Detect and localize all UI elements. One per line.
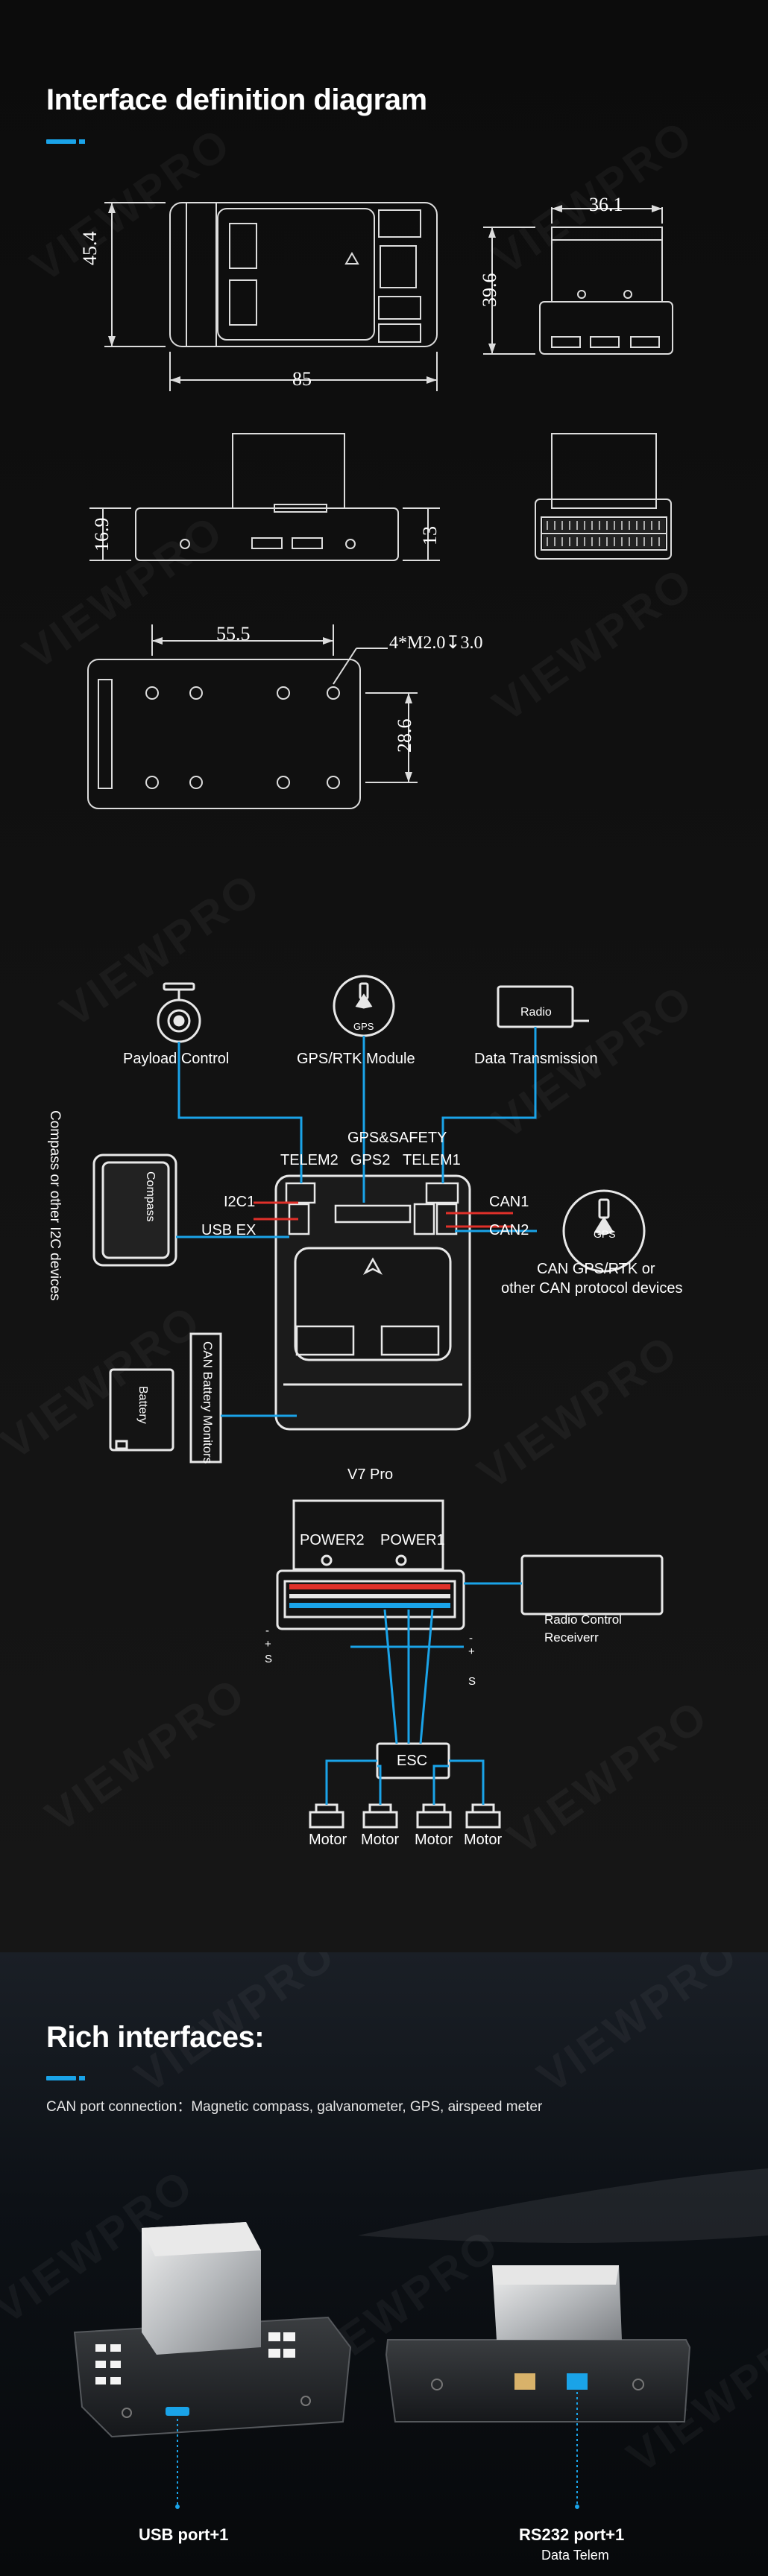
servo-rail-pins: [289, 1584, 450, 1589]
flight-controller-board: [274, 1174, 471, 1431]
label-compass: Compass: [144, 1171, 157, 1222]
label-can1: CAN1: [489, 1194, 529, 1210]
accent-bar: [46, 139, 76, 144]
section-title: Rich interfaces:: [46, 2021, 265, 2054]
label-power2: POWER2: [300, 1532, 365, 1548]
dim-bottom-width: 55.5: [216, 623, 251, 645]
can-gps-icon: [562, 1189, 646, 1273]
label-can-gps-line1: CAN GPS/RTK or: [537, 1261, 655, 1277]
battery-device: [109, 1368, 174, 1452]
accent-dash: [79, 139, 85, 144]
label-usb-port: USB port+1: [139, 2525, 229, 2544]
label-model: V7 Pro: [347, 1466, 394, 1483]
label-gps-rtk-module: GPS/RTK Module: [297, 1051, 415, 1067]
interface-definition-section: VIEWPRO VIEWPRO VIEWPRO VIEWPRO VIEWPRO …: [0, 0, 768, 1952]
dim-side-height: 39.6: [479, 273, 500, 308]
dim-holes: 4*M2.0↧3.0: [389, 633, 483, 653]
label-can-gps-icon: GPS: [594, 1228, 616, 1240]
side-view-drawing: [483, 207, 673, 355]
dim-top-width: 85: [292, 368, 312, 390]
label-can2: CAN2: [489, 1222, 529, 1238]
top-view-drawing: [104, 202, 438, 391]
label-data-transmission: Data Transmission: [474, 1051, 598, 1067]
label-gps-icon: GPS: [353, 1021, 374, 1032]
label-compass-side: Compass or other I2C devices: [47, 1110, 63, 1301]
accent-dash: [79, 2076, 85, 2080]
label-pin-plus-right: +: [468, 1645, 475, 1658]
label-power1: POWER1: [380, 1532, 445, 1548]
front-view-drawing: [89, 433, 440, 561]
label-pin-minus-left: -: [265, 1624, 269, 1637]
wires-blue: [176, 1027, 537, 1805]
dim-side-width: 36.1: [589, 194, 623, 215]
module-rear-view: [276, 1499, 465, 1630]
label-rc-receiver-line1: Radio Control: [544, 1613, 622, 1627]
dimension-drawings: [87, 202, 673, 809]
label-gps-safety: GPS&SAFETY: [347, 1130, 447, 1146]
label-motor-2: Motor: [361, 1832, 400, 1848]
camera-icon: [157, 982, 201, 1043]
watermark: VIEWPRO: [528, 1952, 748, 2103]
label-gps2: GPS2: [350, 1152, 391, 1168]
pointer-lines: [177, 2392, 578, 2507]
motor-icons: [309, 1803, 501, 1829]
rich-interfaces-section: VIEWPRO VIEWPRO VIEWPRO VIEWPRO VIEWPRO …: [0, 1952, 768, 2576]
dim-bottom-height: 28.6: [394, 718, 415, 753]
label-rc-receiver-line2: Receiverr: [544, 1630, 599, 1645]
label-battery: Battery: [136, 1386, 149, 1424]
compass-device: [92, 1153, 177, 1267]
label-motor-1: Motor: [309, 1832, 347, 1848]
label-telem2: TELEM2: [280, 1152, 339, 1168]
dim-front-height: 16.9: [91, 517, 113, 552]
label-telem1: TELEM1: [403, 1152, 461, 1168]
label-can-battery-monitors: CAN Battery Monitors: [201, 1341, 215, 1464]
battery-monitor-box: [189, 1332, 222, 1463]
label-pin-s-left: S: [265, 1653, 273, 1665]
bottom-view-drawing: [87, 624, 418, 809]
label-pin-s-right: S: [468, 1675, 476, 1688]
back-view-drawing: [535, 433, 672, 560]
label-motor-3: Motor: [415, 1832, 453, 1848]
wires-red: [254, 1201, 513, 1228]
dim-top-height: 45.4: [79, 231, 101, 266]
label-rs232-sub: Data Telem: [541, 2548, 609, 2563]
section-subtitle: CAN port connection：Magnetic compass, ga…: [46, 2099, 543, 2115]
product-photos: [73, 2168, 768, 2509]
section-title: Interface definition diagram: [46, 83, 427, 116]
label-i2c1: I2C1: [224, 1194, 256, 1210]
label-pin-plus-left: +: [265, 1638, 271, 1651]
label-pin-minus-right: -: [469, 1632, 473, 1645]
rc-receiver-box: [520, 1554, 664, 1615]
label-can-gps-line2: other CAN protocol devices: [501, 1280, 683, 1297]
accent-bar: [46, 2076, 76, 2080]
wiring-diagram: [92, 975, 664, 1829]
label-motor-4: Motor: [464, 1832, 503, 1848]
label-rs232-port: RS232 port+1: [519, 2525, 625, 2544]
product-left: [73, 2222, 352, 2438]
dim-front-small: 13: [419, 526, 441, 545]
label-usb-ex: USB EX: [201, 1222, 256, 1238]
label-esc: ESC: [397, 1753, 428, 1769]
label-payload-control: Payload Control: [123, 1051, 230, 1067]
label-radio: Radio: [520, 1006, 552, 1019]
product-right: [385, 2265, 691, 2422]
